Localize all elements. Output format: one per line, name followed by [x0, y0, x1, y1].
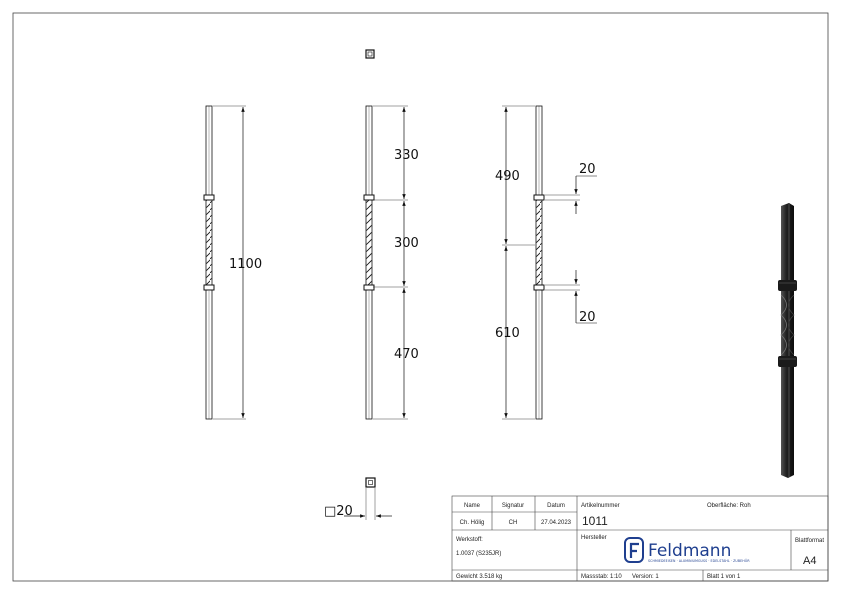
dim-seg-top: 330 — [394, 148, 419, 163]
header-datum: Datum — [547, 503, 565, 509]
collar-upper — [363, 194, 375, 201]
oberflaeche: Oberfläche: Roh — [707, 503, 751, 509]
version: Version: 1 — [632, 574, 659, 580]
view-2-segments: 330 300 470 — [363, 105, 419, 420]
blattformat-value: A4 — [803, 555, 816, 567]
werkstoff-label: Werkstoff: — [456, 537, 483, 543]
collar-lower — [203, 284, 215, 291]
view-1-overall: 1100 — [203, 105, 262, 420]
dim-lower: 610 — [495, 326, 520, 341]
blatt: Blatt 1 von 1 — [707, 574, 741, 580]
hersteller-label: Hersteller — [581, 535, 607, 541]
isometric-3d-view — [778, 203, 797, 478]
value-datum: 27.04.2023 — [541, 520, 572, 526]
dim-square: □20 — [324, 504, 353, 519]
header-name: Name — [464, 503, 481, 509]
feldmann-logo: Feldmann SCHMIEDEEISEN · ALUMINIUMGUSS ·… — [624, 537, 750, 563]
dim-collar-top: 20 — [579, 162, 596, 177]
collar-upper — [533, 194, 545, 201]
top-section-view — [365, 49, 375, 59]
artikel-label: Artikelnummer — [581, 503, 620, 509]
werkstoff-value: 1.0037 (S235JR) — [456, 551, 501, 557]
dim-collar-bottom: 20 — [579, 310, 596, 325]
header-signatur: Signatur — [502, 503, 524, 509]
dim-seg-bottom: 470 — [394, 347, 419, 362]
dim-upper: 490 — [495, 169, 520, 184]
gewicht: Gewicht 3.518 kg — [456, 574, 502, 580]
twisted-section — [536, 200, 542, 285]
sheet-frame — [12, 12, 829, 582]
twisted-section — [366, 200, 372, 285]
dim-seg-mid: 300 — [394, 236, 419, 251]
collar-lower — [363, 284, 375, 291]
collar-lower — [533, 284, 545, 291]
massstab: Massstab: 1:10 — [581, 574, 622, 580]
twisted-section — [206, 200, 212, 285]
value-signatur: CH — [509, 520, 518, 526]
logo-sub: SCHMIEDEEISEN · ALUMINIUMGUSS · EDELSTAH… — [648, 558, 750, 563]
logo-name: Feldmann — [648, 541, 731, 561]
blattformat-label: Blattformat — [795, 538, 824, 544]
artikel-value: 1011 — [582, 514, 608, 528]
view-3-collars: 490 610 20 20 — [495, 105, 597, 420]
bottom-section-view: □20 — [324, 477, 392, 520]
title-block-text: Name Signatur Datum Ch. Hölig CH 27.04.2… — [456, 503, 824, 580]
dim-total: 1100 — [229, 257, 262, 272]
title-block — [451, 495, 829, 582]
collar-upper — [203, 194, 215, 201]
value-name: Ch. Hölig — [460, 520, 485, 526]
